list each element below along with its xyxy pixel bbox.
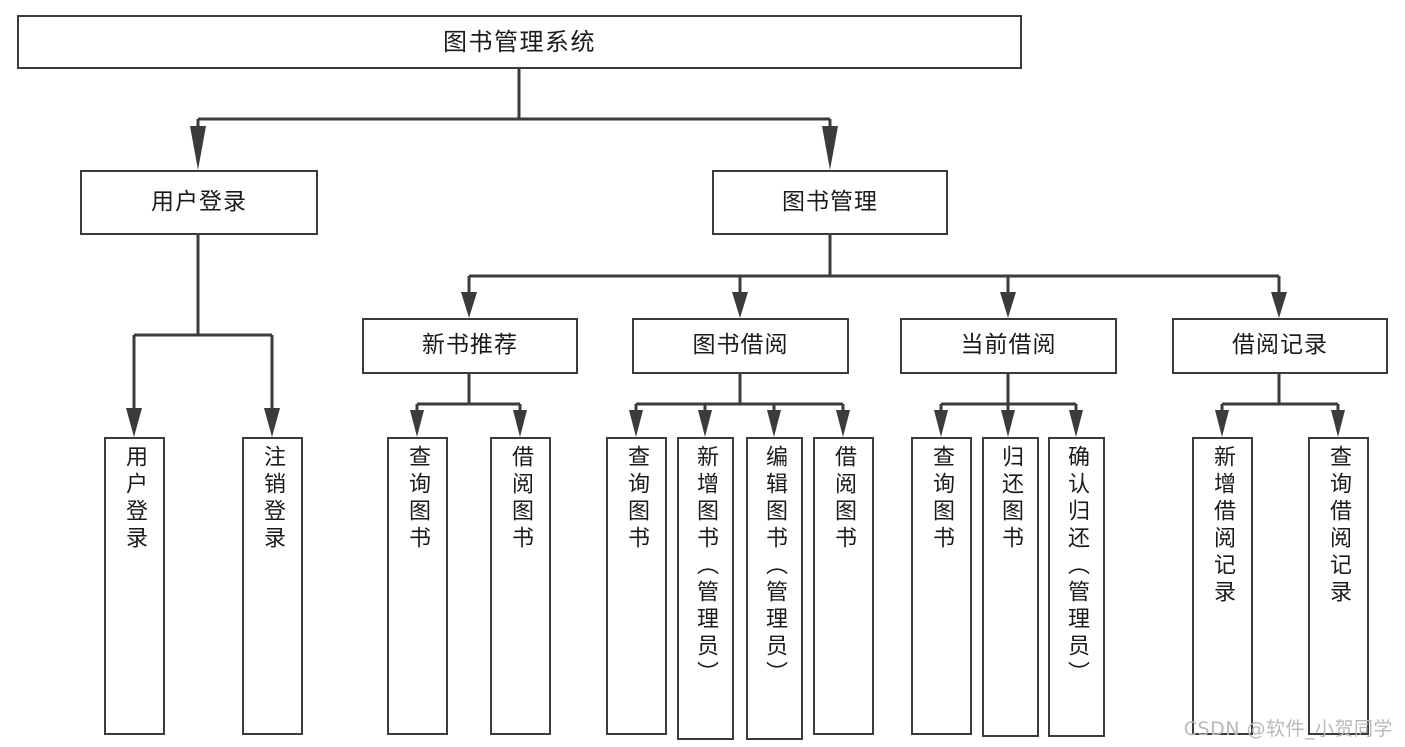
node-leaf-query-book-3-label: 查询图书 <box>929 445 955 553</box>
node-leaf-add-record[interactable]: 新增借阅记录 <box>1192 437 1253 735</box>
node-leaf-query-book-2-label: 查询图书 <box>624 445 650 553</box>
node-user-login-label: 用户登录 <box>151 188 247 215</box>
node-borrow-record-label: 借阅记录 <box>1232 332 1328 359</box>
watermark: CSDN @软件_小贺同学 <box>1183 718 1393 740</box>
node-leaf-edit-book-label: 编辑图书（管理员） <box>762 445 788 688</box>
arrowhead-leaf-query-record <box>1331 410 1345 437</box>
node-current-borrow-label: 当前借阅 <box>960 332 1057 359</box>
node-leaf-user-login[interactable]: 用户登录 <box>104 437 165 735</box>
node-leaf-add-book-label: 新增图书（管理员） <box>693 445 719 688</box>
node-leaf-query-book-1[interactable]: 查询图书 <box>387 437 448 735</box>
node-leaf-logout[interactable]: 注销登录 <box>242 437 303 735</box>
node-book-borrow[interactable]: 图书借阅 <box>632 318 849 374</box>
arrowhead-leaf-return-book <box>1001 410 1015 437</box>
arrowhead-record <box>1271 292 1287 318</box>
arrowhead-leaf-edit-book <box>767 410 781 437</box>
arrowhead-leaf-borrow-book-1 <box>513 410 527 437</box>
node-leaf-add-book[interactable]: 新增图书（管理员） <box>677 437 734 740</box>
arrowhead-leaf-user-login <box>126 408 142 437</box>
node-leaf-return-book-label: 归还图书 <box>998 445 1024 553</box>
node-leaf-borrow-book-2[interactable]: 借阅图书 <box>813 437 874 735</box>
arrowhead-leaf-query-book-2 <box>629 410 643 437</box>
node-book-borrow-label: 图书借阅 <box>692 332 789 359</box>
node-leaf-borrow-book-1[interactable]: 借阅图书 <box>490 437 551 735</box>
node-leaf-borrow-book-2-label: 借阅图书 <box>831 445 857 553</box>
node-leaf-edit-book[interactable]: 编辑图书（管理员） <box>746 437 803 740</box>
arrowhead-book-manage <box>822 126 838 170</box>
node-book-manage[interactable]: 图书管理 <box>712 170 948 235</box>
node-leaf-logout-label: 注销登录 <box>260 445 286 553</box>
node-current-borrow[interactable]: 当前借阅 <box>900 318 1117 374</box>
arrowhead-leaf-logout <box>264 408 280 437</box>
node-leaf-confirm-return-label: 确认归还（管理员） <box>1064 445 1090 688</box>
node-root-label: 图书管理系统 <box>443 27 596 56</box>
node-new-book-recommend-label: 新书推荐 <box>422 332 518 359</box>
arrowhead-leaf-borrow-book-2 <box>836 410 850 437</box>
arrowhead-user-login <box>190 126 206 170</box>
node-user-login[interactable]: 用户登录 <box>80 170 318 235</box>
arrowhead-borrow <box>732 292 748 318</box>
arrowhead-leaf-query-book-3 <box>934 410 948 437</box>
node-new-book-recommend[interactable]: 新书推荐 <box>362 318 578 374</box>
node-leaf-query-record[interactable]: 查询借阅记录 <box>1308 437 1369 735</box>
node-borrow-record[interactable]: 借阅记录 <box>1172 318 1388 374</box>
arrowhead-leaf-add-book <box>698 410 712 437</box>
node-leaf-query-record-label: 查询借阅记录 <box>1326 445 1352 607</box>
node-leaf-return-book[interactable]: 归还图书 <box>982 437 1039 737</box>
arrowhead-leaf-confirm-return <box>1069 410 1083 437</box>
node-leaf-borrow-book-1-label: 借阅图书 <box>508 445 534 553</box>
node-leaf-query-book-2[interactable]: 查询图书 <box>606 437 667 735</box>
arrowhead-leaf-query-book-1 <box>410 410 424 437</box>
arrowhead-current <box>1000 292 1016 318</box>
node-book-manage-label: 图书管理 <box>782 188 878 215</box>
node-leaf-query-book-1-label: 查询图书 <box>405 445 431 553</box>
arrowhead-leaf-add-record <box>1215 410 1229 437</box>
node-leaf-query-book-3[interactable]: 查询图书 <box>911 437 972 735</box>
node-leaf-user-login-label: 用户登录 <box>122 445 148 553</box>
node-leaf-add-record-label: 新增借阅记录 <box>1210 445 1236 607</box>
node-root[interactable]: 图书管理系统 <box>17 15 1022 69</box>
arrowhead-recommend <box>461 292 477 318</box>
node-leaf-confirm-return[interactable]: 确认归还（管理员） <box>1048 437 1105 737</box>
